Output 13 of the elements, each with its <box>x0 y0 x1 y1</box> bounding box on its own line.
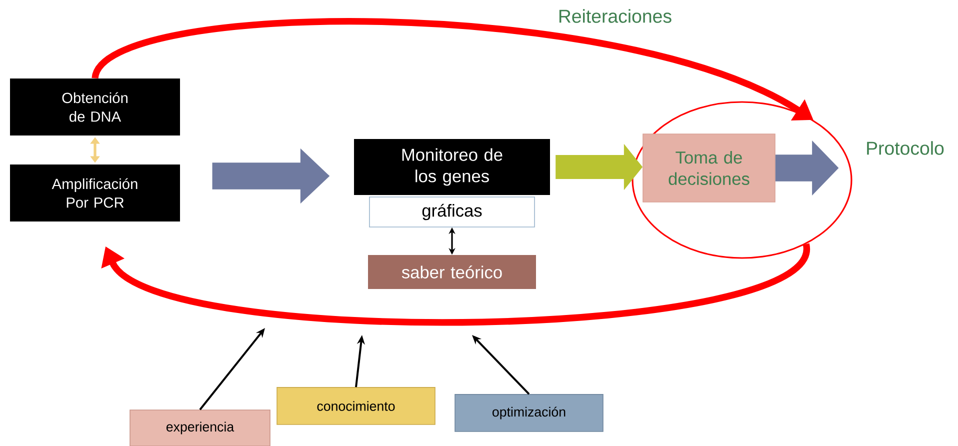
factor-box: conocimiento <box>276 387 436 425</box>
text-label: Protocolo <box>867 141 944 155</box>
highlight-ellipse <box>632 101 852 259</box>
curved-arrow <box>101 242 810 326</box>
factor-box: experiencia <box>130 410 270 446</box>
process-box: Amplificación Por PCR <box>10 164 180 222</box>
factor-box: optimización <box>454 394 604 432</box>
process-box: Obtención de DNA <box>10 78 180 136</box>
process-box: gráficas <box>369 196 535 228</box>
edge-label: Reiteraciones <box>556 8 674 24</box>
process-box: Monitoreo de los genes <box>354 139 550 195</box>
process-box: Toma de decisiones <box>642 134 776 202</box>
process-box: saber teórico <box>368 255 536 289</box>
